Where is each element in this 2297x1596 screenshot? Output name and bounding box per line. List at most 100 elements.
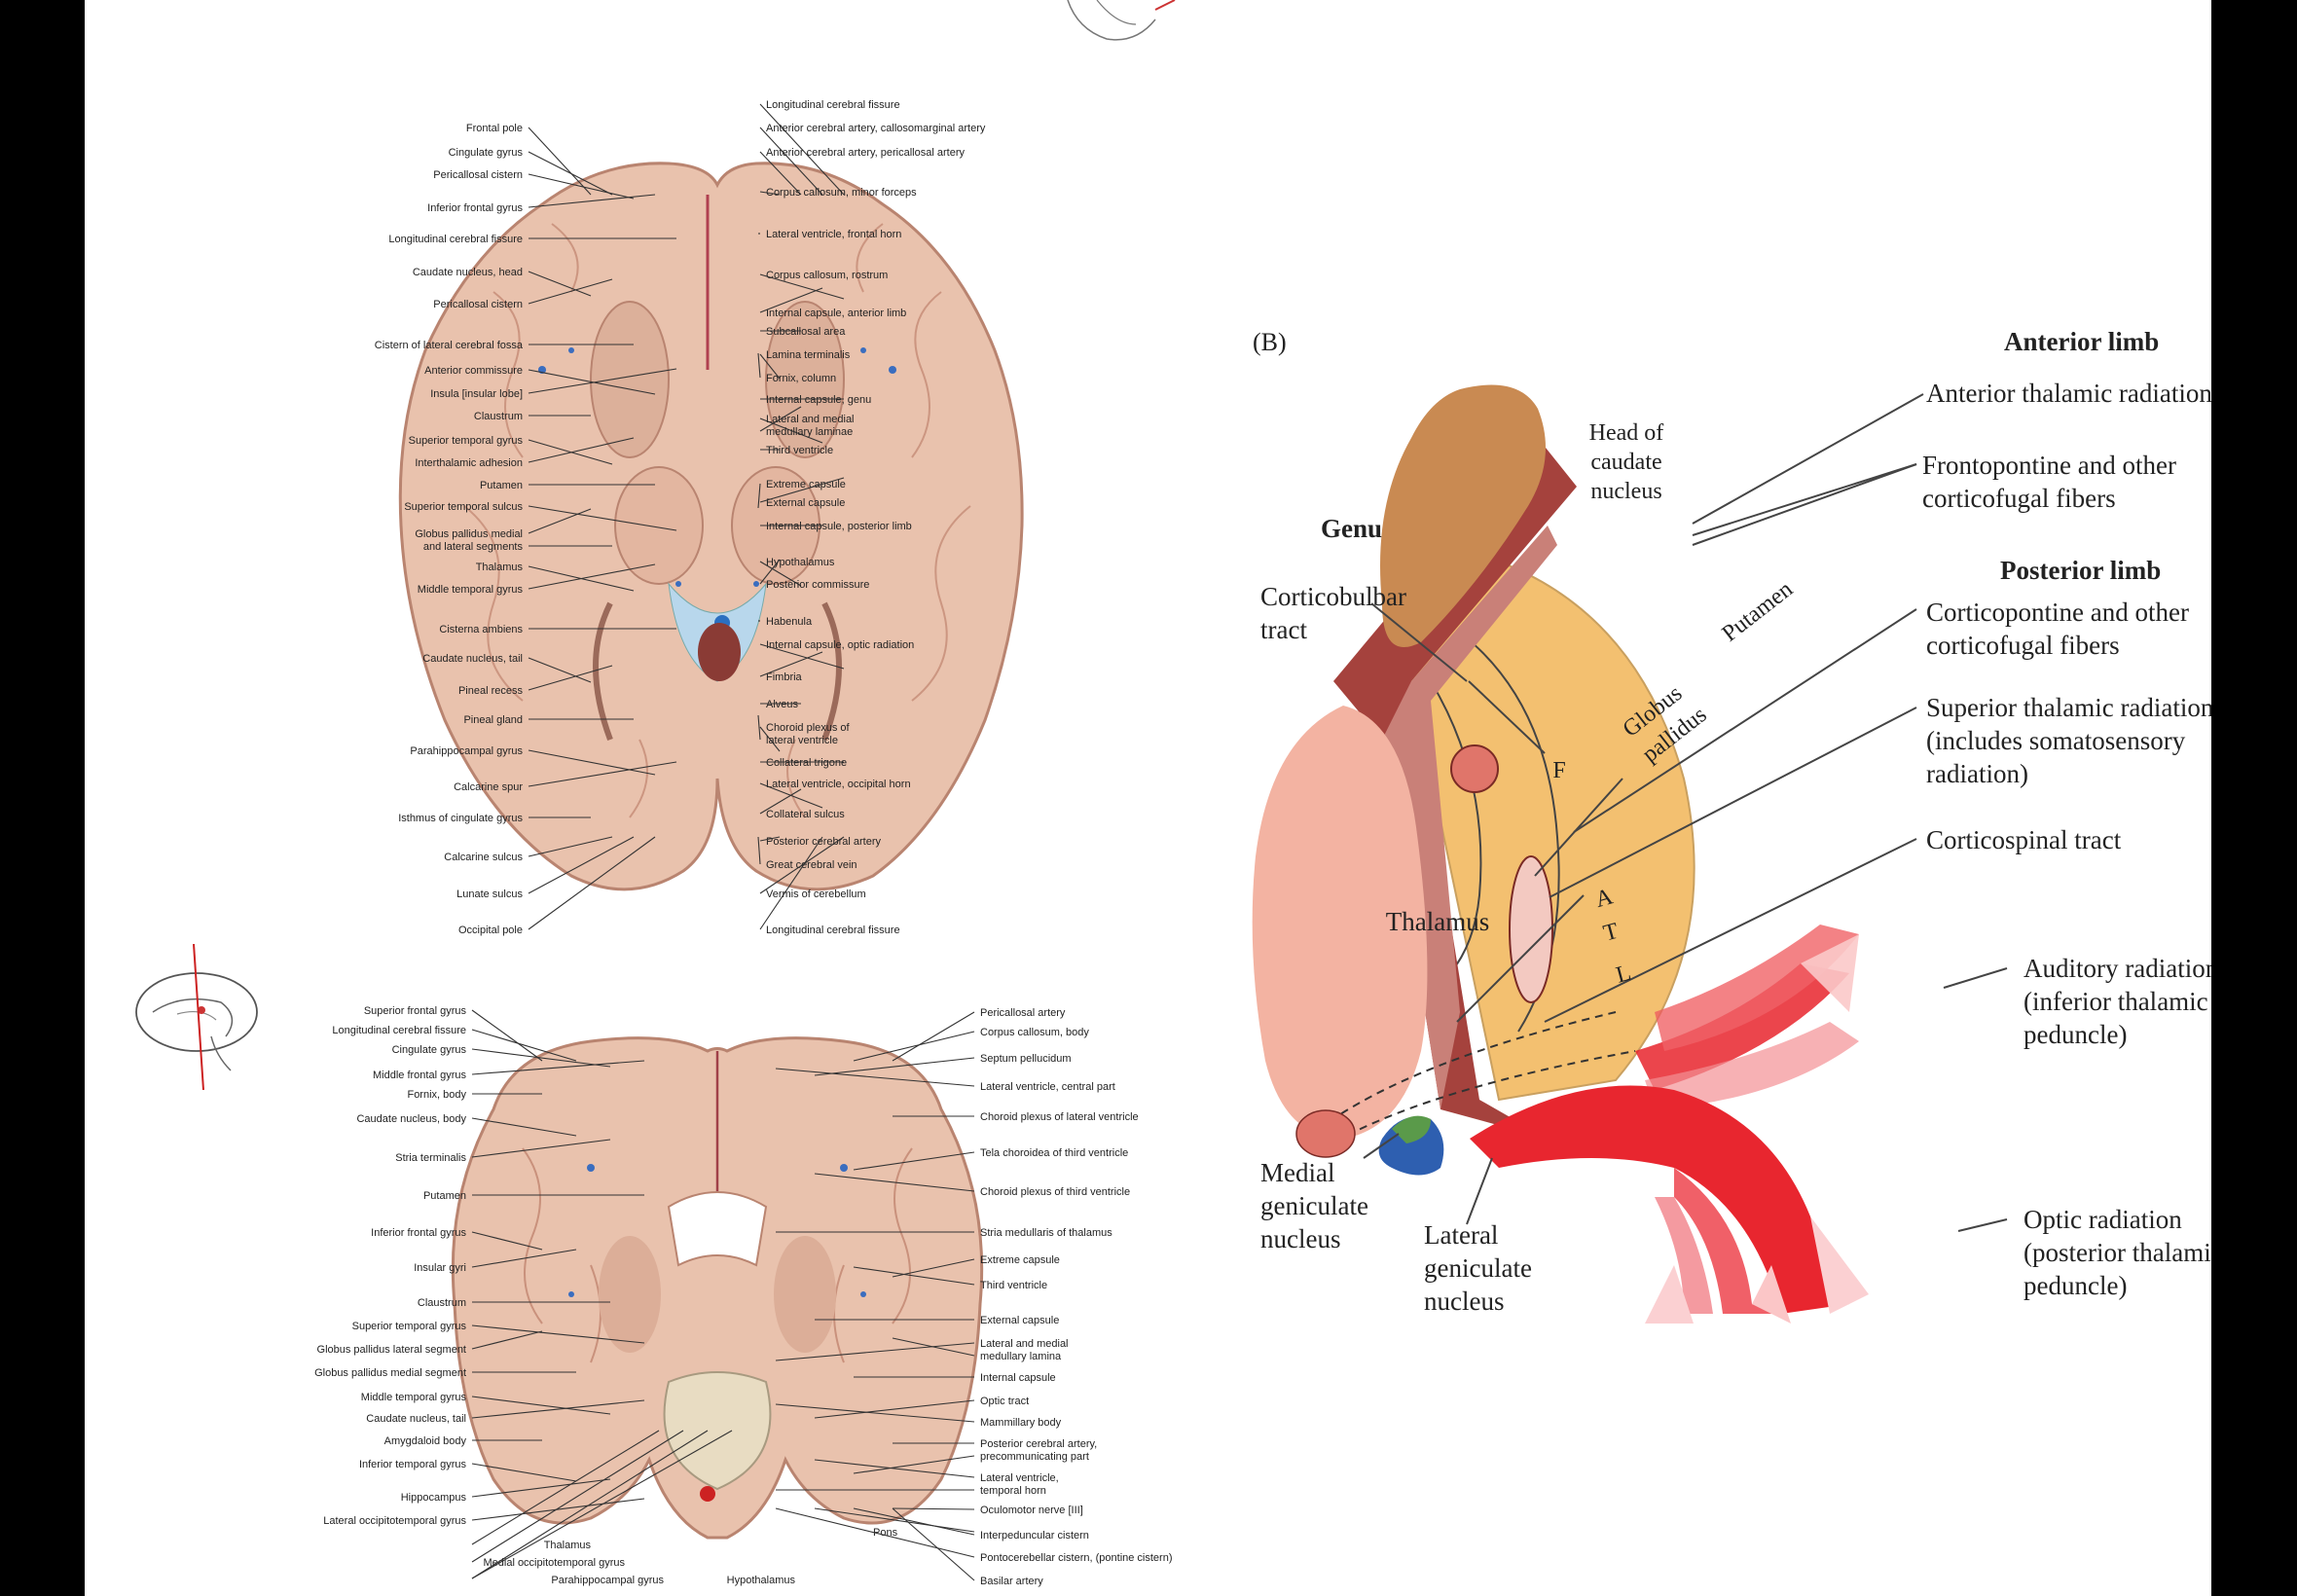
- posterior-limb-heading: Posterior limb: [2000, 556, 2161, 585]
- axial-labels-right-12: medullary laminae: [766, 426, 853, 438]
- coronal-labels-left-20: Thalamus: [544, 1540, 592, 1551]
- axial-labels-right-1: Anterior cerebral artery, callosomargina…: [766, 123, 986, 134]
- coronal-labels-right-24: Basilar artery: [980, 1576, 1043, 1587]
- axial-labels-left-8: Anterior commissure: [424, 365, 523, 377]
- coronal-labels-right-16: Posterior cerebral artery,: [980, 1438, 1097, 1450]
- coronal-labels-right-leader-1: [853, 1031, 975, 1062]
- optic-radiation-label: Optic radiation (posterior thalamic pedu…: [2024, 1205, 2211, 1300]
- svg-text:(inferior thalamic: (inferior thalamic: [2024, 987, 2208, 1016]
- svg-text:Superior thalamic radiation: Superior thalamic radiation: [1926, 693, 2211, 722]
- coronal-labels-left-leader-1: [471, 1029, 577, 1062]
- coronal-labels-right-8: Extreme capsule: [980, 1254, 1060, 1266]
- axial-labels-right-23: Choroid plexus of: [766, 722, 851, 734]
- putamen-shape: [1409, 553, 1695, 1102]
- axial-labels-left-3: Inferior frontal gyrus: [427, 202, 523, 214]
- f-letter: F: [1552, 758, 1565, 783]
- coronal-labels-right-leader-20: [892, 1507, 975, 1510]
- axial-labels-right-9: Fornix, column: [766, 373, 836, 384]
- coronal-labels-right-10: External capsule: [980, 1315, 1059, 1326]
- axial-labels-left-16: and lateral segments: [423, 541, 524, 553]
- axial-labels-right-17: Hypothalamus: [766, 557, 835, 568]
- coronal-labels-right-12: medullary lamina: [980, 1351, 1062, 1362]
- coronal-labels-left-15: Caudate nucleus, tail: [366, 1413, 466, 1425]
- axial-labels-right-18: Posterior commissure: [766, 579, 869, 591]
- axial-labels-left-leader-20: [528, 657, 592, 683]
- axial-labels-left-leader-27: [528, 836, 635, 894]
- axial-labels-left-27: Lunate sulcus: [456, 889, 523, 900]
- svg-text:corticofugal fibers: corticofugal fibers: [1926, 631, 2120, 660]
- coronal-labels-left-18: Hippocampus: [401, 1492, 467, 1504]
- coronal-labels-left-leader-20: [471, 1430, 660, 1545]
- axial-labels-left-24: Calcarine spur: [454, 781, 523, 793]
- axial-labels-left-12: Interthalamic adhesion: [415, 457, 523, 469]
- coronal-labels-right-leader-11: [775, 1342, 975, 1361]
- axial-labels-right-leader-12: [759, 406, 802, 432]
- svg-text:nucleus: nucleus: [1424, 1287, 1504, 1316]
- corticopontine-label: Corticopontine and other corticofugal fi…: [1926, 598, 2189, 660]
- axial-labels-right-leader-6: [759, 287, 823, 313]
- axial-labels-left-25: Isthmus of cingulate gyrus: [398, 813, 523, 824]
- coronal-labels-left-leader-9: [471, 1249, 577, 1268]
- axial-labels-right-4: Lateral ventricle, frontal horn: [766, 229, 901, 240]
- atl-letters: A T L: [1592, 884, 1633, 988]
- panel-label-b: (B): [1253, 328, 1287, 356]
- svg-text:Medial: Medial: [1260, 1158, 1334, 1187]
- axial-labels-left-18: Middle temporal gyrus: [418, 584, 524, 596]
- svg-text:Head of: Head of: [1589, 420, 1664, 446]
- svg-text:(posterior thalamic: (posterior thalamic: [2024, 1238, 2211, 1267]
- coronal-labels-left-leader-0: [471, 1009, 543, 1062]
- coronal-labels-right-20: Oculomotor nerve [III]: [980, 1505, 1083, 1516]
- axial-labels-left-leader-5: [528, 271, 592, 297]
- axial-labels-right-29: Great cerebral vein: [766, 859, 857, 871]
- svg-text:geniculate: geniculate: [1260, 1191, 1368, 1220]
- anterior-thalamic-radiation-label: Anterior thalamic radiation: [1926, 379, 2211, 408]
- coronal-labels-left-14: Middle temporal gyrus: [361, 1392, 467, 1403]
- axial-labels-right-leader-27: [759, 788, 802, 815]
- axial-labels-right-3: Corpus callosum, minor forceps: [766, 187, 917, 199]
- axial-labels-left-leader-18: [528, 563, 656, 590]
- axial-labels-left-leader-9: [528, 368, 677, 394]
- axial-labels-right-11: Lateral and medial: [766, 414, 855, 425]
- axial-labels-left-28: Occipital pole: [458, 925, 523, 936]
- axial-labels-right-25: Collateral trigone: [766, 757, 847, 769]
- axial-labels-left-9: Insula [insular lobe]: [430, 388, 523, 400]
- coronal-labels-left-8: Inferior frontal gyrus: [371, 1227, 466, 1239]
- coronal-labels-right-leader-18: [814, 1459, 975, 1478]
- optic-radiation: [1470, 1085, 1869, 1324]
- coronal-labels-left-10: Claustrum: [418, 1297, 466, 1309]
- coronal-labels-right-leader-6: [814, 1173, 975, 1192]
- axial-labels-right-7: Subcallosal area: [766, 326, 846, 338]
- coronal-labels-left-leader-8: [471, 1231, 543, 1251]
- auditory-radiation-label: Auditory radiation (inferior thalamic pe…: [2024, 954, 2211, 1049]
- axial-labels-left-0: Frontal pole: [466, 123, 523, 134]
- coronal-labels-right-leader-8: [892, 1258, 975, 1278]
- axial-labels-right-31: Longitudinal cerebral fissure: [766, 925, 900, 936]
- axial-labels-right-8: Lamina terminalis: [766, 349, 851, 361]
- axial-labels-right-6: Internal capsule, anterior limb: [766, 308, 906, 319]
- axial-labels-left-4: Longitudinal cerebral fissure: [388, 234, 523, 245]
- axial-labels-right-27: Collateral sulcus: [766, 809, 845, 820]
- svg-text:geniculate: geniculate: [1424, 1253, 1532, 1283]
- axial-labels-right-leader-9: [757, 352, 761, 379]
- coronal-labels-right-9: Third ventricle: [980, 1280, 1047, 1291]
- coronal-labels-left-leader-23: [471, 1430, 733, 1579]
- coronal-labels-left-leader-15: [471, 1399, 645, 1419]
- coronal-labels-left-16: Amygdaloid body: [384, 1435, 467, 1447]
- coronal-labels-right-leader-2: [814, 1057, 975, 1076]
- axial-labels-right-26: Lateral ventricle, occipital horn: [766, 779, 911, 790]
- axial-labels-left-leader-23: [528, 749, 656, 776]
- axial-labels-left-17: Thalamus: [476, 562, 524, 573]
- coronal-labels-right-5: Tela choroidea of third ventricle: [980, 1147, 1128, 1159]
- coronal-labels-left-21: Medial occipitotemporal gyrus: [483, 1557, 625, 1569]
- axial-labels-left-1: Cingulate gyrus: [449, 147, 524, 159]
- axial-labels-right-16: Internal capsule, posterior limb: [766, 521, 912, 532]
- svg-text:corticofugal fibers: corticofugal fibers: [1922, 484, 2116, 513]
- coronal-labels-right-6: Choroid plexus of third ventricle: [980, 1186, 1130, 1198]
- coronal-labels-left-5: Caudate nucleus, body: [356, 1113, 466, 1125]
- coronal-labels-right-leader-17: [853, 1455, 975, 1474]
- axial-labels-right-leader-21: [759, 651, 823, 677]
- coronal-labels-right-4: Choroid plexus of lateral ventricle: [980, 1111, 1139, 1123]
- svg-text:caudate: caudate: [1590, 450, 1661, 475]
- axial-labels-right-leader-24: [757, 714, 761, 741]
- coronal-labels-left-11: Superior temporal gyrus: [352, 1321, 467, 1332]
